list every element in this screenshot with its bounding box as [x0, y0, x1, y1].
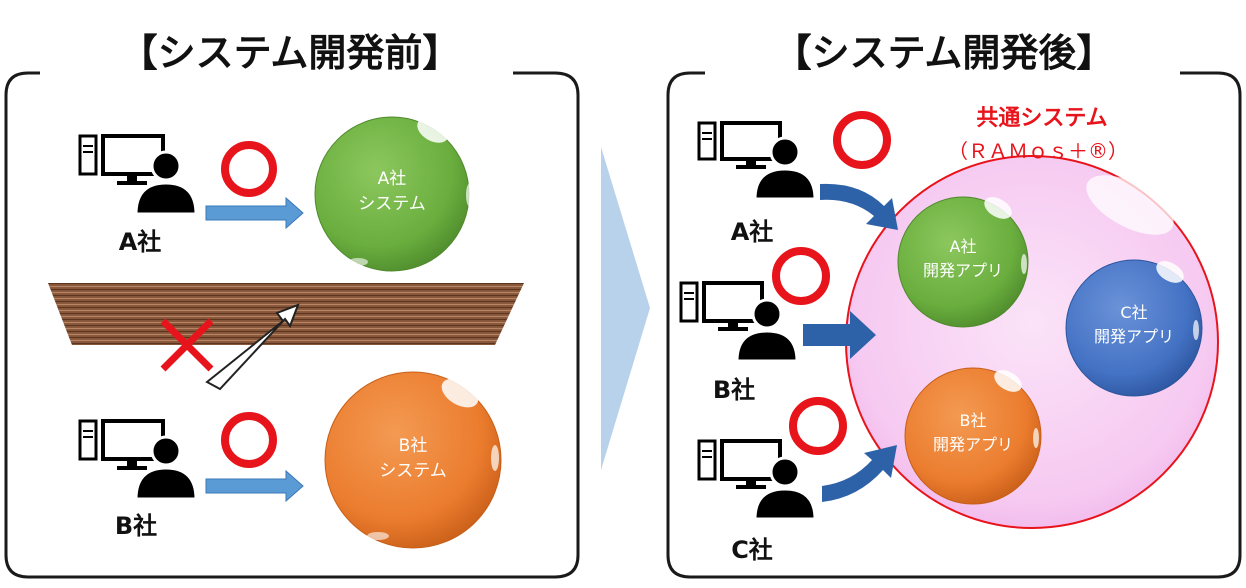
after-panel: 【システム開発後】 共通システム （ＲＡＭｏｓ＋®） A社: [666, 31, 1242, 579]
company-b-label: B社: [115, 512, 157, 540]
app-a-sphere: [897, 196, 1029, 328]
app-b-line1: B社: [960, 411, 987, 430]
app-b-sphere: [904, 367, 1042, 505]
system-a-line2: システム: [358, 194, 426, 214]
app-c-line2: 開発アプリ: [1094, 327, 1174, 346]
system-a-line1: A社: [378, 169, 407, 189]
after-company-b-label: B社: [713, 376, 755, 404]
ng-mark-icon: [160, 318, 214, 372]
ok-mark-after-b-icon: [772, 247, 830, 305]
access-arrow-b-icon: [205, 469, 304, 503]
app-a-line2: 開発アプリ: [923, 261, 1003, 280]
computer-user-c-after-icon: [697, 439, 817, 521]
transition-arrow-icon: [601, 147, 650, 470]
system-b-line1: B社: [399, 436, 428, 456]
app-c-sphere: [1065, 259, 1203, 397]
ok-mark-after-a-icon: [833, 111, 891, 169]
ok-mark-after-c-icon: [789, 397, 847, 455]
access-arrow-a-icon: [205, 196, 304, 230]
before-panel-border: [4, 71, 580, 579]
app-c-line1: C社: [1120, 303, 1147, 322]
company-a-label: A社: [119, 228, 162, 256]
computer-user-b-after-icon: [679, 281, 799, 363]
system-b-line2: システム: [379, 461, 447, 481]
computer-user-a-icon: [78, 134, 198, 216]
common-system-line1: 共通システム: [976, 106, 1107, 131]
before-panel: 【システム開発前】 A社 A社 システム: [4, 31, 580, 579]
computer-user-a-after-icon: [697, 121, 817, 201]
ok-mark-a-icon: [221, 141, 277, 197]
common-system-line2: （ＲＡＭｏｓ＋®）: [948, 139, 1128, 163]
after-title: 【システム開発後】: [774, 31, 1115, 75]
before-title: 【システム開発前】: [120, 31, 461, 75]
blocked-arrow-icon: [205, 303, 300, 391]
access-arrow-after-a-icon: [820, 183, 898, 230]
ok-mark-b-icon: [221, 412, 277, 468]
app-a-line1: A社: [950, 237, 977, 256]
after-panel-border: [666, 71, 1242, 579]
app-b-line2: 開発アプリ: [933, 435, 1013, 454]
access-arrow-after-b-icon: [803, 311, 876, 359]
system-b-sphere: [324, 371, 502, 549]
access-arrow-after-c-icon: [822, 445, 897, 502]
computer-user-b-icon: [78, 419, 198, 501]
after-company-a-label: A社: [731, 218, 774, 246]
after-company-c-label: C社: [731, 536, 773, 564]
